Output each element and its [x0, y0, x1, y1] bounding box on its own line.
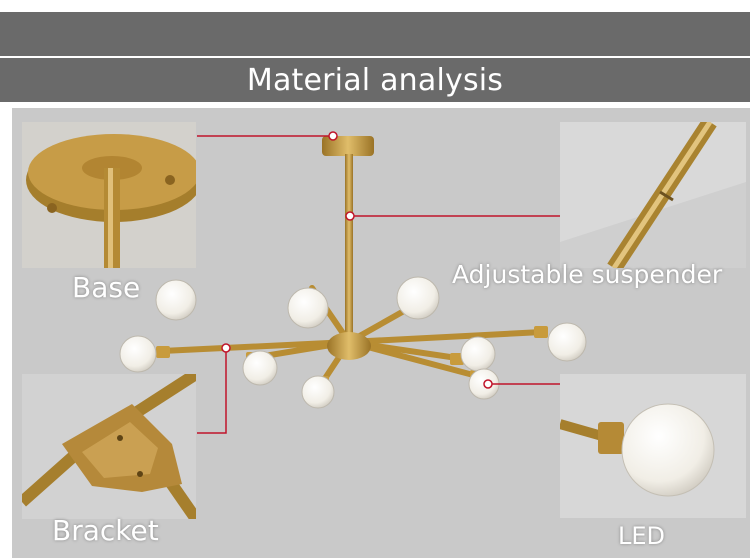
canopy-base-image	[26, 134, 196, 268]
title-band: Material analysis	[0, 58, 750, 102]
chandelier-illustration	[119, 131, 587, 434]
bracket-label: Bracket	[52, 514, 159, 547]
product-scene: Base Adjustable suspender Bracket	[12, 108, 750, 558]
top-band	[0, 12, 750, 56]
led-photo	[560, 374, 746, 518]
led-label: LED	[618, 522, 666, 550]
page-title: Material analysis	[246, 62, 504, 98]
bracket-photo	[22, 374, 196, 519]
bracket-image	[22, 374, 196, 519]
base-label: Base	[72, 271, 141, 304]
adjustable-suspender-label: Adjustable suspender	[452, 260, 723, 289]
base-photo	[22, 122, 196, 268]
suspender-rod-image	[560, 122, 746, 268]
led-bulb-image	[560, 403, 715, 497]
suspender-photo	[560, 122, 746, 268]
